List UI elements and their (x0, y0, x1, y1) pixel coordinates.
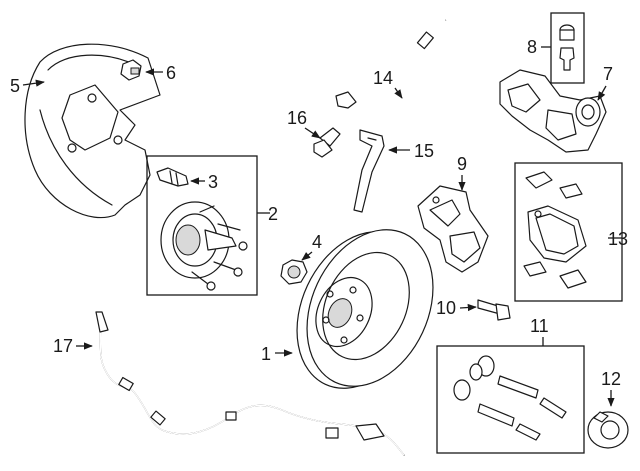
bolt-16-part[interactable] (313, 127, 341, 158)
callout-14: 14 (373, 68, 403, 99)
brake-caliper-part[interactable] (499, 69, 607, 153)
brake-pads-part[interactable] (523, 171, 587, 289)
hub-nut-part[interactable] (280, 259, 308, 285)
splash-shield-part[interactable] (24, 43, 161, 219)
svg-text:3: 3 (208, 172, 218, 192)
callout-15: 15 (388, 141, 434, 161)
pad-kit-box (514, 162, 623, 302)
svg-text:10: 10 (436, 298, 456, 318)
svg-text:8: 8 (527, 37, 537, 57)
screw-part[interactable] (120, 59, 142, 81)
wheel-hub-part[interactable] (160, 201, 248, 291)
callout-13: 13 (608, 229, 628, 249)
svg-text:13: 13 (608, 229, 628, 249)
svg-text:1: 1 (261, 344, 271, 364)
callout-4: 4 (301, 232, 322, 261)
hose-bracket-part[interactable] (353, 129, 385, 213)
svg-text:5: 5 (10, 76, 20, 96)
svg-text:17: 17 (53, 336, 73, 356)
callout-2: 2 (257, 204, 278, 224)
svg-text:9: 9 (457, 154, 467, 174)
bleeder-box (550, 12, 585, 84)
callout-8: 8 (527, 37, 551, 57)
abs-sensor-harness-part[interactable] (95, 311, 405, 456)
callout-6: 6 (145, 63, 176, 83)
hub-bolt-part[interactable] (156, 167, 189, 187)
svg-text:7: 7 (603, 64, 613, 84)
svg-text:2: 2 (268, 204, 278, 224)
callout-5: 5 (10, 76, 45, 96)
hub-group-box (146, 155, 258, 296)
callout-16: 16 (287, 108, 321, 139)
svg-text:4: 4 (312, 232, 322, 252)
brake-rotor-part[interactable] (273, 209, 457, 409)
bracket-bolt-part[interactable] (477, 299, 511, 321)
bleeder-cap-part[interactable] (559, 24, 575, 71)
callout-11: 11 (530, 316, 549, 346)
callout-1: 1 (261, 344, 293, 364)
callout-17: 17 (53, 336, 93, 356)
callout-3: 3 (190, 172, 218, 192)
brake-hose-part[interactable] (335, 17, 464, 109)
svg-text:14: 14 (373, 68, 393, 88)
svg-text:16: 16 (287, 108, 307, 128)
abs-ring-part[interactable] (587, 411, 629, 449)
callout-10: 10 (436, 298, 477, 318)
callout-9: 9 (457, 154, 467, 191)
svg-text:15: 15 (414, 141, 434, 161)
svg-text:6: 6 (166, 63, 176, 83)
callout-7: 7 (597, 64, 613, 101)
hardware-kit-box (436, 345, 585, 454)
hardware-kit-part[interactable] (453, 355, 567, 441)
svg-text:11: 11 (530, 316, 549, 336)
svg-text:12: 12 (601, 369, 621, 389)
callout-12: 12 (601, 369, 621, 407)
caliper-bracket-part[interactable] (417, 185, 489, 273)
